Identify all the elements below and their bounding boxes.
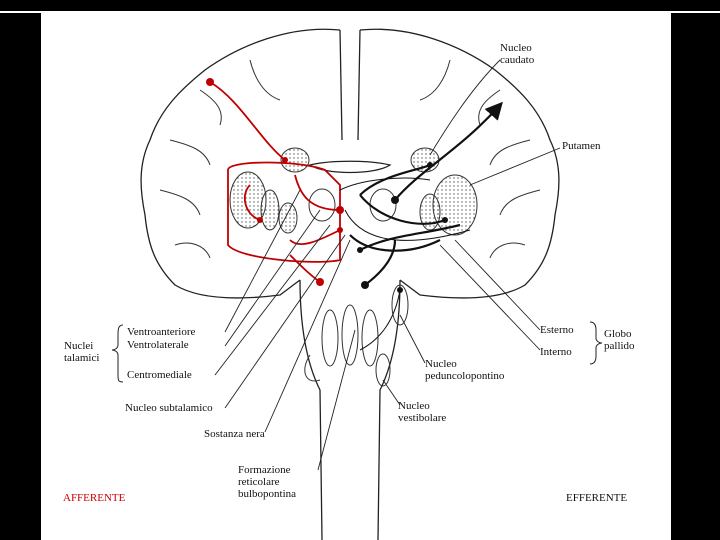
label-nucleo-peduncolopontino-1: Nucleo xyxy=(425,358,457,370)
label-nucleo-subtalamico: Nucleo subtalamico xyxy=(125,402,213,414)
label-globo: Globo xyxy=(604,328,632,340)
efferent-pathways xyxy=(349,101,503,286)
label-reticolare: reticolare xyxy=(238,476,280,488)
diagram-panel xyxy=(41,13,671,540)
label-nucleo-caudato-1: Nucleo xyxy=(500,42,532,54)
label-sostanza-nera: Sostanza nera xyxy=(204,428,265,440)
label-nuclei: Nuclei xyxy=(64,340,94,352)
label-ventroanteriore: Ventroanteriore xyxy=(127,326,196,338)
brain-outline xyxy=(140,28,560,540)
cortex-sulci xyxy=(159,59,541,259)
label-nucleo-caudato-2: caudato xyxy=(500,54,535,66)
efferent-nodes xyxy=(357,162,448,293)
label-putamen: Putamen xyxy=(562,140,601,152)
left-nuclei xyxy=(229,147,336,234)
nuclei-brace xyxy=(111,324,124,383)
label-nucleo-vestibolare-1: Nucleo xyxy=(398,400,430,412)
globo-pallido-brace xyxy=(589,321,603,365)
afferent-nodes xyxy=(206,78,344,286)
leader-lines xyxy=(214,59,561,471)
label-nucleo-vestibolare-2: vestibolare xyxy=(398,412,447,424)
label-nucleo-peduncolopontino-2: peduncolopontino xyxy=(425,370,505,382)
top-border-line xyxy=(0,11,720,13)
label-ventrolaterale: Ventrolaterale xyxy=(127,339,189,351)
label-afferente: AFFERENTE xyxy=(63,492,126,504)
label-efferente: EFFERENTE xyxy=(566,492,628,504)
label-centromediale: Centromediale xyxy=(127,369,192,381)
right-nuclei xyxy=(369,147,478,236)
label-talamici: talamici xyxy=(64,352,100,364)
label-pallido: pallido xyxy=(604,340,635,352)
afferent-pathways xyxy=(209,81,341,283)
efferent-thin xyxy=(339,177,471,351)
label-formazione: Formazione xyxy=(238,464,291,476)
label-bulbopontina: bulbopontina xyxy=(238,488,297,500)
brainstem-structures xyxy=(304,284,409,387)
label-esterno: Esterno xyxy=(540,324,574,336)
label-interno: Interno xyxy=(540,346,572,358)
